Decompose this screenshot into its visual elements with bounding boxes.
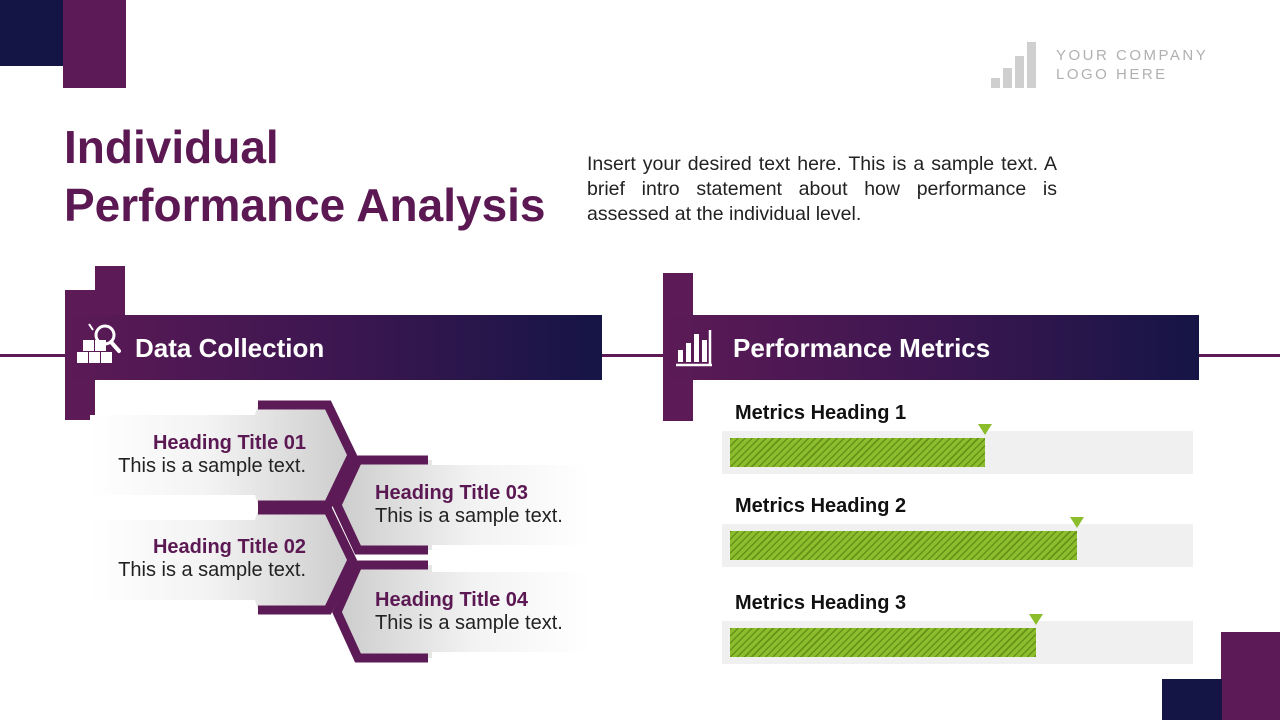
metric-3-bar — [730, 628, 1036, 657]
hex-card-02-heading: Heading Title 02 — [152, 536, 306, 558]
corner-square-navy-bottom — [1162, 679, 1222, 720]
data-collection-title: Data Collection — [135, 333, 325, 363]
bar-chart-icon — [674, 328, 714, 368]
bar-chart-logo-icon — [991, 42, 1036, 88]
corner-square-purple-bottom — [1221, 632, 1280, 720]
hexagon-group — [90, 400, 590, 663]
hex-card-02 — [90, 505, 357, 615]
metric-2-bar — [730, 531, 1077, 560]
hex-card-01-body: This is a sample text. — [118, 455, 306, 477]
hex-card-04-body: This is a sample text. — [375, 612, 563, 634]
hex-card-04-text: Heading Title 04 This is a sample text. — [375, 589, 595, 635]
page-title: Individual Performance Analysis — [64, 118, 546, 234]
hex-card-01-heading: Heading Title 01 — [152, 432, 306, 454]
logo-text-line2: LOGO HERE — [1056, 66, 1168, 83]
corner-square-purple-top — [63, 0, 126, 88]
metric-1-bar — [730, 438, 985, 467]
metric-2-heading: Metrics Heading 2 — [735, 495, 907, 517]
metric-1-heading: Metrics Heading 1 — [735, 402, 907, 424]
logo-text: YOUR COMPANY LOGO HERE — [1056, 46, 1208, 84]
logo-text-line1: YOUR COMPANY — [1056, 47, 1209, 64]
metric-2-marker — [1070, 517, 1084, 528]
page-title-line2: Performance Analysis — [64, 179, 546, 231]
hex-card-02-text: Heading Title 02 This is a sample text. — [100, 536, 306, 582]
corner-square-navy-top — [0, 0, 64, 66]
hex-card-03-heading: Heading Title 03 — [375, 482, 529, 504]
hex-card-03-text: Heading Title 03 This is a sample text. — [375, 482, 595, 528]
data-collection-banner — [65, 315, 602, 380]
divider-line — [0, 354, 1280, 357]
company-logo — [990, 40, 1040, 88]
intro-text: Insert your desired text here. This is a… — [587, 153, 1057, 225]
page-title-line1: Individual — [64, 121, 279, 173]
hex-card-01 — [90, 400, 357, 510]
hex-card-02-body: This is a sample text. — [118, 559, 306, 581]
metric-1-marker — [978, 424, 992, 435]
performance-metrics-title: Performance Metrics — [733, 333, 991, 363]
hex-card-04-heading: Heading Title 04 — [375, 589, 529, 611]
performance-metrics-banner — [663, 315, 1199, 380]
hex-card-01-text: Heading Title 01 This is a sample text. — [100, 432, 306, 478]
hex-card-03-body: This is a sample text. — [375, 505, 563, 527]
hex-card-04 — [332, 560, 590, 663]
metric-3-marker — [1029, 614, 1043, 625]
metric-3-heading: Metrics Heading 3 — [735, 592, 907, 614]
hex-card-03 — [332, 455, 590, 555]
boxes-magnifier-icon — [75, 322, 121, 366]
